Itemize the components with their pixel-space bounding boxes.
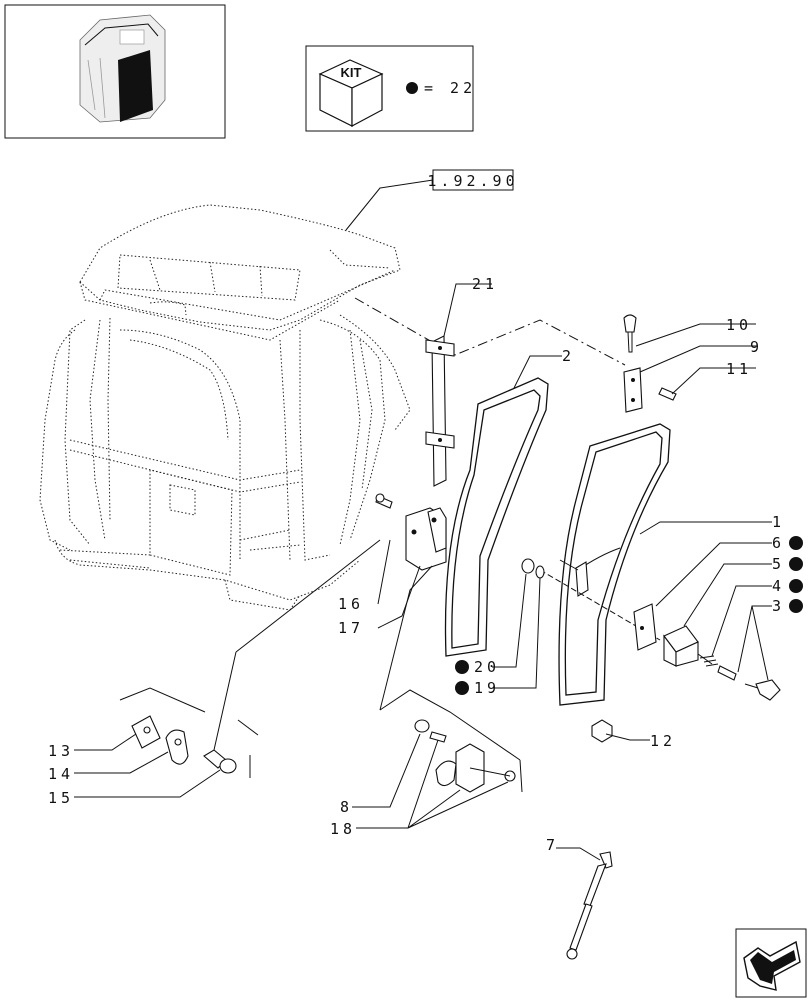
reference-code: 1.92.90 (427, 172, 518, 190)
kit-legend-text: = 22 (424, 79, 476, 97)
callout-4[interactable]: 4 (772, 577, 785, 595)
callout-6[interactable]: 6 (772, 534, 785, 552)
kit-marker-20-icon (455, 660, 469, 674)
callout-18[interactable]: 18 (330, 820, 356, 838)
callout-8[interactable]: 8 (340, 798, 353, 816)
cab-outline (39, 204, 411, 611)
callout-15[interactable]: 15 (48, 789, 74, 807)
kit-marker-6-icon (789, 536, 803, 550)
callout-3[interactable]: 3 (772, 597, 785, 615)
callout-10[interactable]: 10 (726, 316, 752, 334)
callout-19[interactable]: 19 (474, 679, 500, 697)
door-lock-part (633, 603, 781, 701)
hinge-pin-part (623, 314, 677, 413)
callout-13[interactable]: 13 (48, 742, 74, 760)
washer-nut-part (521, 558, 545, 579)
hinge-rail-part (425, 335, 455, 487)
callout-11[interactable]: 11 (726, 360, 752, 378)
filled-circle-icon (406, 82, 418, 94)
callout-5[interactable]: 5 (772, 555, 785, 573)
gas-strut-part (566, 851, 613, 960)
kit-box-icon: KIT (318, 59, 384, 127)
callout-2[interactable]: 2 (562, 347, 575, 365)
kit-marker-19-icon (455, 681, 469, 695)
lower-hinge-detail-part (379, 689, 523, 793)
leader-lines (74, 283, 772, 861)
callout-20[interactable]: 20 (474, 658, 500, 676)
callout-1[interactable]: 1 (772, 513, 785, 531)
callout-12[interactable]: 12 (650, 732, 676, 750)
callout-16[interactable]: 16 (338, 595, 364, 613)
nut-part (591, 719, 613, 743)
callout-17[interactable]: 17 (338, 619, 364, 637)
catch-detail-part (119, 539, 381, 778)
kit-marker-4-icon (789, 579, 803, 593)
callout-9[interactable]: 9 (750, 338, 763, 356)
cab-thumbnail-icon[interactable] (4, 4, 226, 139)
kit-markers (455, 536, 803, 695)
callout-21[interactable]: 21 (472, 275, 498, 293)
callout-labels: 21 2 10 9 11 1 6 5 4 3 16 17 20 19 12 13… (48, 275, 785, 854)
kit-marker-5-icon (789, 557, 803, 571)
arrow-next-page-icon[interactable] (735, 928, 807, 998)
hinge-block-part (375, 493, 447, 571)
kit-badge-text: KIT (341, 65, 362, 80)
door-part (539, 423, 671, 706)
assembly-axis-line (354, 297, 626, 366)
window-pane-part (444, 377, 549, 657)
callout-7[interactable]: 7 (546, 836, 559, 854)
kit-legend-box: KIT = 22 (305, 45, 476, 132)
reference-box[interactable]: 1.92.90 (345, 169, 519, 231)
callout-14[interactable]: 14 (48, 765, 74, 783)
kit-marker-3-icon (789, 599, 803, 613)
